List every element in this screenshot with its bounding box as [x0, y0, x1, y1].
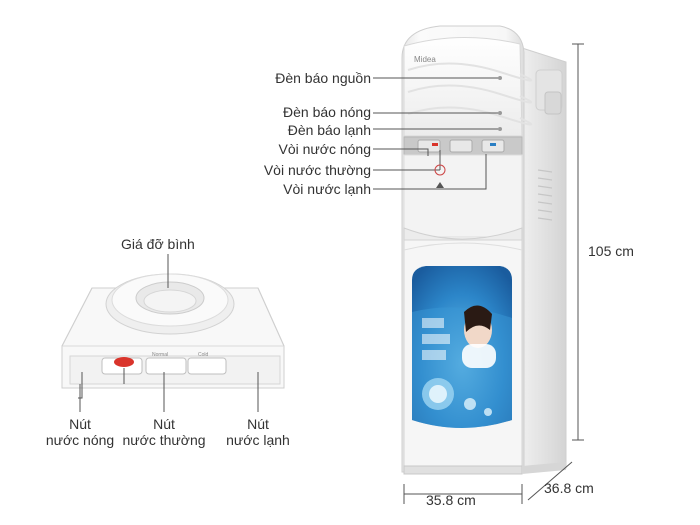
label-bottle-holder: Giá đỡ bình	[121, 236, 195, 252]
label-cold-light: Đèn báo lạnh	[287, 122, 371, 138]
svg-text:Normal: Normal	[152, 352, 168, 358]
dimension-lines	[403, 43, 584, 504]
top-closeup: Normal Cold	[61, 273, 285, 389]
label-hot-tap: Vòi nước nóng	[278, 141, 372, 157]
svg-text:Cold: Cold	[198, 352, 209, 358]
dimension-width: 35.8 cm	[426, 492, 476, 508]
promo-poster	[412, 266, 512, 428]
label-normal-tap: Vòi nước thường	[263, 162, 371, 178]
water-dispenser: Midea	[401, 25, 567, 475]
closeup-callout-lines	[78, 254, 259, 412]
label-power-light: Đèn báo nguồn	[275, 70, 371, 86]
hot-button-red	[114, 357, 134, 367]
brand-logo: Midea	[414, 55, 436, 64]
label-cold-tap: Vòi nước lạnh	[283, 181, 371, 197]
tap-marker-icon	[434, 164, 446, 176]
callout-lines	[373, 77, 498, 190]
dimension-depth: 36.8 cm	[544, 480, 594, 496]
dimension-height: 105 cm	[588, 243, 634, 259]
label-hot-light: Đèn báo nóng	[283, 104, 371, 120]
up-arrow-icon	[436, 182, 444, 188]
